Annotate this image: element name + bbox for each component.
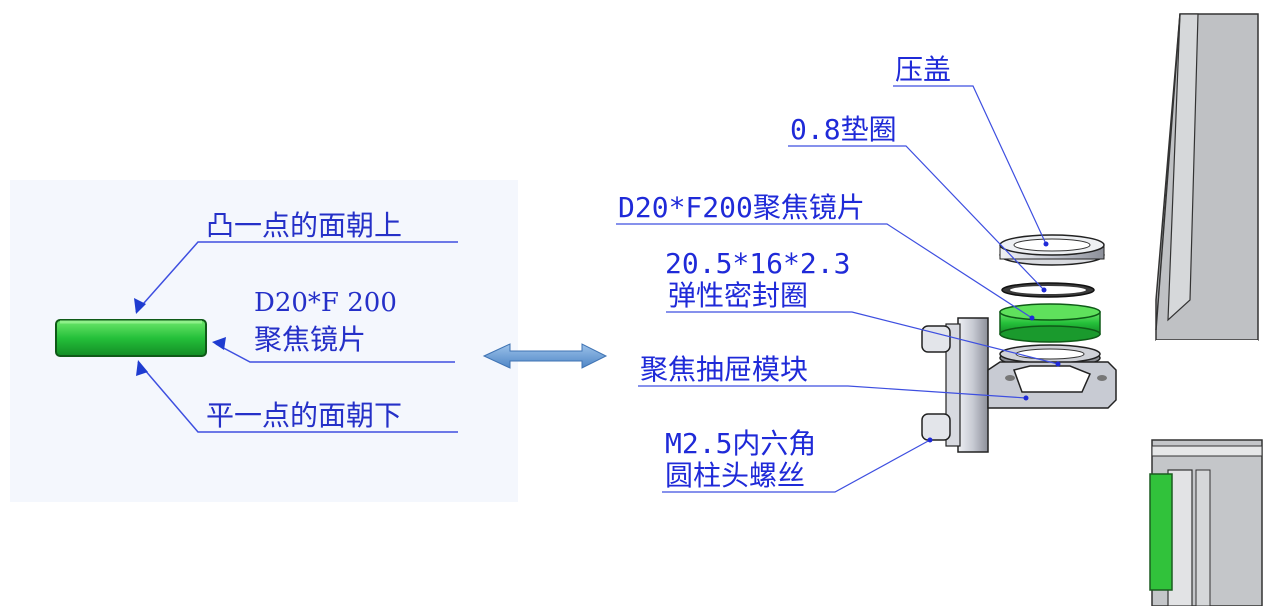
label-focus-lens: D20*F200聚焦镜片 (618, 191, 865, 224)
label-seal-size: 20.5*16*2.3 (665, 247, 851, 280)
label-screw-type: 圆柱头螺丝 (665, 459, 806, 492)
housing-body (1149, 13, 1263, 606)
label-convex-side-up: 凸一点的面朝上 (206, 209, 403, 242)
right-leader-dots (927, 241, 1061, 443)
left-arrowheads (134, 298, 226, 376)
label-flat-side-down: 平一点的面朝下 (206, 399, 403, 432)
lens-part (999, 303, 1101, 343)
label-screw-spec: M2.5内六角 (665, 427, 817, 460)
washer-part (1001, 282, 1095, 298)
left-lens (55, 319, 207, 357)
left-leader-lines (135, 241, 458, 433)
press-cover-part (999, 234, 1105, 266)
drawer-module-part (921, 317, 1117, 453)
label-left-lens-name: 聚焦镜片 (254, 323, 367, 356)
label-elastic-seal: 弹性密封圈 (668, 279, 809, 312)
right-leader-lines (616, 85, 1059, 493)
label-left-lens-spec: D20*F 200 (254, 288, 397, 318)
double-arrow-icon (482, 343, 608, 369)
label-washer: 0.8垫圈 (790, 113, 897, 146)
label-drawer-module: 聚焦抽屉模块 (640, 353, 809, 386)
label-press-cover: 压盖 (895, 53, 952, 86)
